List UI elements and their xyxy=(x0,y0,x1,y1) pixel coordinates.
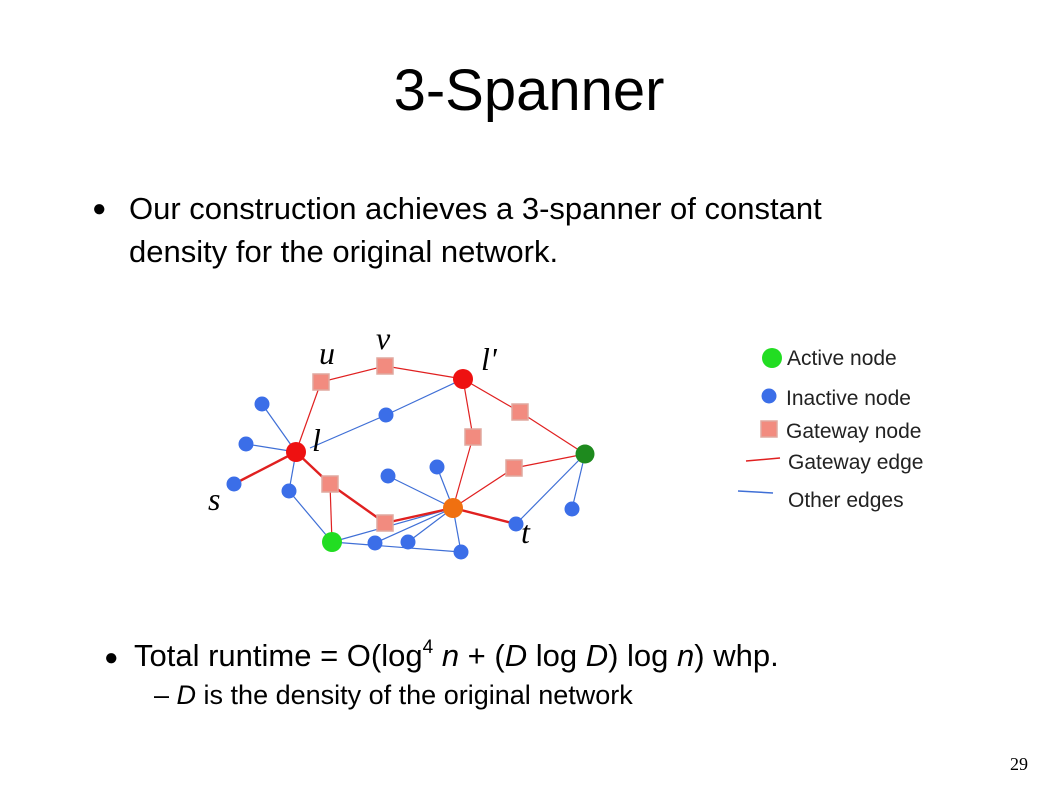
gateway-edge xyxy=(329,483,386,524)
label-l-prime: l' xyxy=(481,341,498,377)
gateway-nodes xyxy=(312,357,529,532)
gateway-node xyxy=(321,475,339,493)
legend-active-swatch xyxy=(762,348,782,368)
gateway-node xyxy=(464,428,482,446)
inactive-node xyxy=(378,407,394,423)
legend-inactive-swatch xyxy=(761,388,777,404)
legend: Active node Inactive node Gateway node G… xyxy=(737,347,923,512)
active-node xyxy=(322,532,342,552)
inactive-node xyxy=(564,501,580,517)
inactive-node xyxy=(429,459,445,475)
inactive-node xyxy=(400,534,416,550)
gateway-edge xyxy=(462,378,521,413)
gateway-node xyxy=(376,357,394,375)
gateway-edge xyxy=(452,467,515,509)
bullet-dot: ● xyxy=(104,644,119,671)
legend-gateway-node-label: Gateway node xyxy=(786,420,921,443)
leader-node-l xyxy=(286,442,306,462)
label-t: t xyxy=(521,514,531,550)
other-edge xyxy=(331,541,462,553)
leader-node-l-prime xyxy=(453,369,473,389)
legend-other-edge-swatch xyxy=(737,490,774,494)
label-v: v xyxy=(376,320,391,356)
inactive-nodes xyxy=(226,396,580,560)
gateway-edge xyxy=(295,381,322,453)
density-note: – D is the density of the original netwo… xyxy=(154,680,633,710)
gateway-node xyxy=(376,514,394,532)
legend-inactive-label: Inactive node xyxy=(786,387,911,410)
inactive-node xyxy=(226,476,242,492)
inactive-node xyxy=(453,544,469,560)
orange-node xyxy=(443,498,463,518)
gateway-edge xyxy=(384,506,454,525)
gateway-edge xyxy=(519,411,586,455)
bullet-line-2: density for the original network. xyxy=(129,234,559,269)
gateway-edge xyxy=(513,453,586,469)
label-u: u xyxy=(319,335,335,371)
gateway-edge xyxy=(384,365,464,380)
slide-title: 3-Spanner xyxy=(393,58,665,123)
slide-number: 29 xyxy=(1010,754,1028,774)
gateway-node xyxy=(312,373,330,391)
inactive-node xyxy=(367,535,383,551)
other-edge xyxy=(309,414,387,449)
legend-gateway-edge-swatch xyxy=(745,457,781,462)
label-l: l xyxy=(312,422,321,458)
bullet-line-1: Our construction achieves a 3-spanner of… xyxy=(129,191,822,226)
legend-gateway-node-swatch xyxy=(760,420,778,438)
legend-other-edge-label: Other edges xyxy=(788,489,904,512)
inactive-node xyxy=(254,396,270,412)
inactive-node xyxy=(281,483,297,499)
bullet-dot: ● xyxy=(92,195,107,222)
gateway-edge xyxy=(233,450,297,486)
other-edges xyxy=(245,378,586,553)
gateway-edge xyxy=(320,365,386,383)
label-s: s xyxy=(208,481,220,517)
gateway-edge xyxy=(452,436,474,509)
dark-green-node xyxy=(575,444,595,464)
inactive-node xyxy=(508,516,524,532)
legend-active-label: Active node xyxy=(787,347,897,370)
other-edge xyxy=(387,475,454,509)
gateway-edge xyxy=(452,506,517,526)
inactive-node xyxy=(380,468,396,484)
other-edge xyxy=(288,490,333,543)
gateway-node xyxy=(511,403,529,421)
other-edge xyxy=(385,378,464,416)
inactive-node xyxy=(238,436,254,452)
gateway-node xyxy=(505,459,523,477)
legend-gateway-edge-label: Gateway edge xyxy=(788,451,923,474)
other-edge xyxy=(374,507,454,544)
runtime-formula: Total runtime = O(log4 n + (D log D) log… xyxy=(134,637,779,673)
other-edge xyxy=(515,453,586,525)
